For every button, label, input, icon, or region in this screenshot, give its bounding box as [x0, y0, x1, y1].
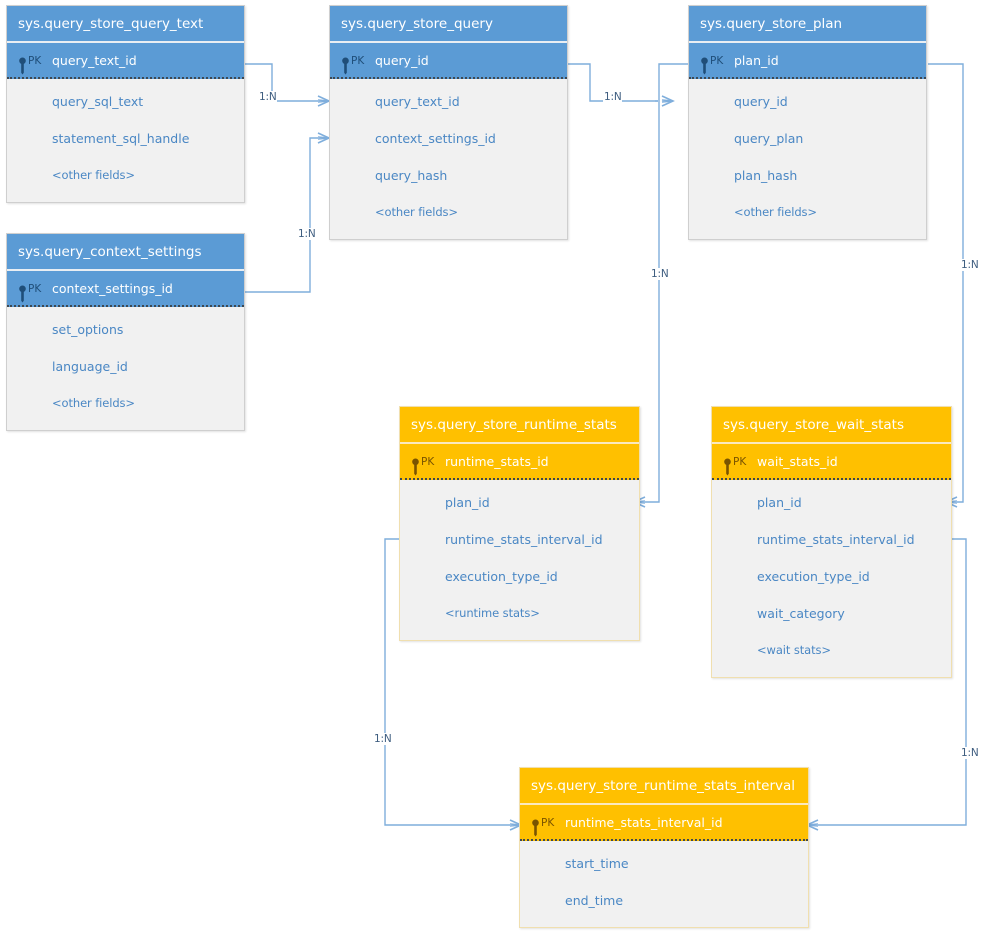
- pk-tag: PK: [28, 55, 42, 67]
- pk-separator: [400, 478, 639, 480]
- primary-key-name: query_text_id: [52, 53, 137, 68]
- entity-field: runtime_stats_interval_id: [445, 532, 603, 547]
- entity-primary-key-row[interactable]: PK context_settings_id: [7, 271, 244, 307]
- entity-field: wait_category: [757, 606, 845, 621]
- entity-field: execution_type_id: [445, 569, 558, 584]
- entity-field-list: plan_id runtime_stats_interval_id execut…: [400, 480, 639, 640]
- pk-separator: [7, 77, 244, 79]
- entity-field: <other fields>: [375, 205, 458, 219]
- entity-field: runtime_stats_interval_id: [757, 532, 915, 547]
- cardinality-label: 1:N: [297, 228, 317, 240]
- cardinality-label: 1:N: [960, 747, 980, 759]
- primary-key-name: query_id: [375, 53, 429, 68]
- primary-key-name: wait_stats_id: [757, 454, 838, 469]
- entity-field: <other fields>: [52, 396, 135, 410]
- cardinality-label: 1:N: [603, 91, 623, 103]
- entity-query-store-query[interactable]: sys.query_store_query PK query_id query_…: [329, 5, 568, 240]
- key-icon: [410, 454, 421, 476]
- key-icon: [722, 454, 733, 476]
- pk-tag: PK: [541, 817, 555, 829]
- entity-title: sys.query_store_query_text: [7, 6, 244, 43]
- entity-query-store-wait-stats[interactable]: sys.query_store_wait_stats PK wait_stats…: [711, 406, 952, 678]
- pk-separator: [7, 305, 244, 307]
- pk-tag: PK: [28, 283, 42, 295]
- entity-field: query_plan: [734, 131, 804, 146]
- primary-key-name: context_settings_id: [52, 281, 173, 296]
- key-icon: [699, 53, 710, 75]
- entity-field: <other fields>: [734, 205, 817, 219]
- entity-field-list: query_sql_text statement_sql_handle <oth…: [7, 79, 244, 202]
- entity-field-list: start_time end_time: [520, 841, 808, 927]
- entity-field: <runtime stats>: [445, 606, 540, 620]
- entity-query-store-runtime-stats-interval[interactable]: sys.query_store_runtime_stats_interval P…: [519, 767, 809, 928]
- entity-primary-key-row[interactable]: PK plan_id: [689, 43, 926, 79]
- entity-field: end_time: [565, 893, 624, 908]
- pk-separator: [330, 77, 567, 79]
- entity-primary-key-row[interactable]: PK wait_stats_id: [712, 444, 951, 480]
- entity-query-store-plan[interactable]: sys.query_store_plan PK plan_id query_id…: [688, 5, 927, 240]
- entity-title: sys.query_store_query: [330, 6, 567, 43]
- entity-field-list: query_text_id context_settings_id query_…: [330, 79, 567, 239]
- entity-title: sys.query_store_wait_stats: [712, 407, 951, 444]
- entity-field-list: set_options language_id <other fields>: [7, 307, 244, 430]
- key-icon: [17, 281, 28, 303]
- entity-primary-key-row[interactable]: PK runtime_stats_id: [400, 444, 639, 480]
- entity-primary-key-row[interactable]: PK query_text_id: [7, 43, 244, 79]
- cardinality-label: 1:N: [960, 259, 980, 271]
- pk-tag: PK: [710, 55, 724, 67]
- connector-plan-to-runtime-stats: [645, 63, 688, 503]
- entity-field: query_id: [734, 94, 788, 109]
- pk-tag: PK: [421, 456, 435, 468]
- connector-context-settings-to-query: [245, 137, 318, 293]
- entity-title: sys.query_context_settings: [7, 234, 244, 271]
- entity-field: context_settings_id: [375, 131, 496, 146]
- entity-title: sys.query_store_runtime_stats: [400, 407, 639, 444]
- entity-field: execution_type_id: [757, 569, 870, 584]
- entity-field: plan_id: [757, 495, 802, 510]
- entity-field: query_hash: [375, 168, 448, 183]
- key-icon: [17, 53, 28, 75]
- key-icon: [340, 53, 351, 75]
- pk-tag: PK: [733, 456, 747, 468]
- entity-field: statement_sql_handle: [52, 131, 190, 146]
- pk-separator: [712, 478, 951, 480]
- connector-query-text-to-query: [245, 63, 318, 102]
- entity-query-context-settings[interactable]: sys.query_context_settings PK context_se…: [6, 233, 245, 431]
- entity-field: set_options: [52, 322, 124, 337]
- key-icon: [530, 815, 541, 837]
- primary-key-name: runtime_stats_id: [445, 454, 549, 469]
- entity-field: query_text_id: [375, 94, 460, 109]
- cardinality-label: 1:N: [258, 91, 278, 103]
- entity-primary-key-row[interactable]: PK runtime_stats_interval_id: [520, 805, 808, 841]
- entity-query-store-runtime-stats[interactable]: sys.query_store_runtime_stats PK runtime…: [399, 406, 640, 641]
- pk-tag: PK: [351, 55, 365, 67]
- entity-field: language_id: [52, 359, 128, 374]
- entity-field: plan_id: [445, 495, 490, 510]
- entity-primary-key-row[interactable]: PK query_id: [330, 43, 567, 79]
- entity-field: <wait stats>: [757, 643, 831, 657]
- primary-key-name: runtime_stats_interval_id: [565, 815, 723, 830]
- entity-field-list: query_id query_plan plan_hash <other fie…: [689, 79, 926, 239]
- cardinality-label: 1:N: [650, 268, 670, 280]
- primary-key-name: plan_id: [734, 53, 779, 68]
- entity-query-store-query-text[interactable]: sys.query_store_query_text PK query_text…: [6, 5, 245, 203]
- cardinality-label: 1:N: [373, 733, 393, 745]
- entity-field: plan_hash: [734, 168, 798, 183]
- entity-field: <other fields>: [52, 168, 135, 182]
- entity-field-list: plan_id runtime_stats_interval_id execut…: [712, 480, 951, 677]
- entity-title: sys.query_store_plan: [689, 6, 926, 43]
- entity-title: sys.query_store_runtime_stats_interval: [520, 768, 808, 805]
- entity-field: start_time: [565, 856, 629, 871]
- entity-field: query_sql_text: [52, 94, 144, 109]
- pk-separator: [689, 77, 926, 79]
- pk-separator: [520, 839, 808, 841]
